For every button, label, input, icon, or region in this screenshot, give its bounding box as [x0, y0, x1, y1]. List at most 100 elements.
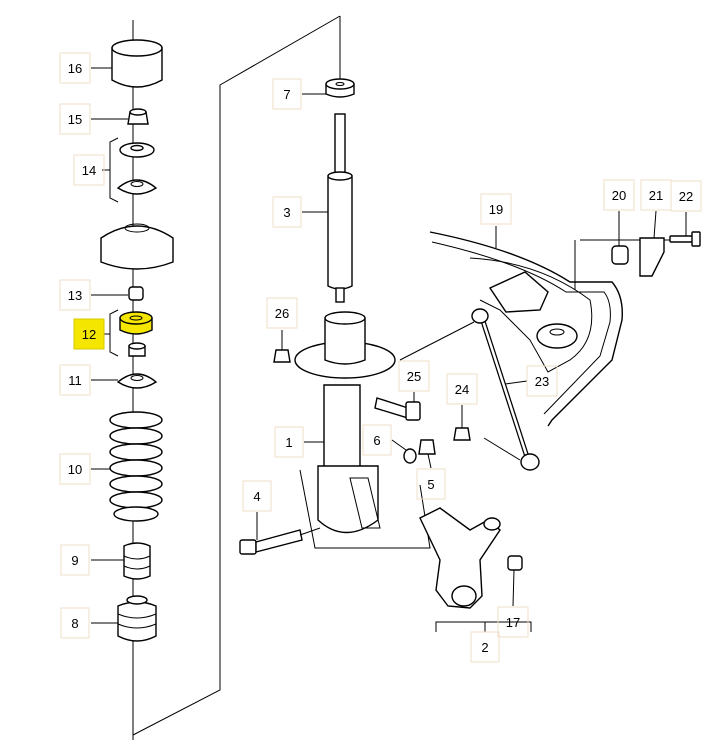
callout-14[interactable]: 14 [73, 154, 105, 186]
callout-box-2 [470, 631, 500, 663]
part-16-cap[interactable] [111, 39, 163, 88]
group-frame-line [132, 15, 341, 736]
callout-3[interactable]: 3 [272, 196, 302, 228]
part-17-bolt[interactable] [507, 555, 523, 571]
part-25-bolt[interactable] [374, 397, 421, 421]
part-12-rubber-mount[interactable] [119, 311, 153, 335]
callout-2[interactable]: 2 [470, 631, 500, 663]
callout-text-21: 21 [649, 188, 663, 203]
callout-box-9 [60, 544, 90, 576]
callout-text-1: 1 [285, 435, 292, 450]
callout-9[interactable]: 9 [60, 544, 90, 576]
clamp-lines [574, 239, 670, 290]
callout-box-3 [272, 196, 302, 228]
callout-12[interactable]: 12 [73, 318, 105, 350]
stabilizer-mount-bracket [488, 271, 578, 349]
callout-text-17: 17 [506, 615, 520, 630]
part-8-protective-boot[interactable] [117, 595, 157, 642]
callout-20[interactable]: 20 [603, 179, 635, 211]
callout-box-20 [603, 179, 635, 211]
callout-box-6 [362, 424, 392, 456]
link-rod-lines [399, 321, 521, 461]
part-6-washer[interactable] [403, 448, 417, 464]
part-11-spring-seat[interactable] [116, 373, 158, 389]
part-13-bushing[interactable] [128, 286, 144, 301]
part-21-bracket[interactable] [639, 237, 665, 277]
callout-text-2: 2 [481, 640, 488, 655]
callout-text-25: 25 [407, 369, 421, 384]
callout-box-19 [480, 193, 512, 225]
callout-box-14 [73, 154, 105, 186]
callout-text-13: 13 [68, 288, 82, 303]
callout-text-11: 11 [68, 373, 82, 388]
callout-24[interactable]: 24 [446, 373, 478, 405]
callout-1[interactable]: 1 [274, 426, 304, 458]
callout-box-16 [59, 52, 91, 84]
callout-box-15 [59, 103, 91, 135]
callout-25[interactable]: 25 [398, 360, 430, 392]
callout-11[interactable]: 11 [59, 364, 91, 396]
callout-box-24 [446, 373, 478, 405]
part-10-coil-spring[interactable] [109, 411, 163, 522]
callout-labels: 16 15 14 13 12 11 10 9 8 7 3 26 1 25 6 5 4 19 20 21 22 24 23 17… [59, 52, 702, 663]
callout-text-7: 7 [283, 87, 290, 102]
spring-seat-cup [100, 223, 174, 270]
callout-21[interactable]: 21 [640, 179, 672, 211]
callout-17[interactable]: 17 [497, 606, 529, 638]
callout-5[interactable]: 5 [416, 468, 446, 500]
knuckle-bracket [435, 621, 532, 632]
callout-22[interactable]: 22 [670, 180, 702, 212]
callout-text-20: 20 [612, 188, 626, 203]
part-14-bearing-lower[interactable] [116, 179, 158, 195]
part-9-bump-stop[interactable] [123, 542, 151, 580]
part-22-bolt[interactable] [669, 231, 701, 247]
part-14-bearing-upper[interactable] [119, 142, 155, 158]
callout-16[interactable]: 16 [59, 52, 91, 84]
callout-13[interactable]: 13 [59, 279, 91, 311]
part-12-sleeve[interactable] [128, 342, 146, 357]
callout-8[interactable]: 8 [60, 607, 90, 639]
callout-box-8 [60, 607, 90, 639]
part-20-clamp[interactable] [611, 245, 629, 265]
part-26-nut[interactable] [273, 349, 291, 363]
callout-box-4 [242, 480, 272, 512]
callout-text-5: 5 [427, 477, 434, 492]
callout-4[interactable]: 4 [242, 480, 272, 512]
callout-text-8: 8 [71, 616, 78, 631]
callout-text-26: 26 [275, 306, 289, 321]
callout-text-22: 22 [679, 189, 693, 204]
callout-box-17 [497, 606, 529, 638]
part-5-nut[interactable] [418, 439, 436, 455]
callout-text-15: 15 [68, 112, 82, 127]
callout-15[interactable]: 15 [59, 103, 91, 135]
part-7-washer[interactable] [325, 78, 355, 98]
bolt-4-axis [299, 527, 321, 536]
callout-10[interactable]: 10 [59, 453, 91, 485]
callout-text-16: 16 [68, 61, 82, 76]
part-4-bolt[interactable] [239, 529, 303, 555]
part-1-strut-housing[interactable] [294, 311, 396, 534]
callout-box-11 [59, 364, 91, 396]
part-3-shock-absorber[interactable] [327, 113, 353, 303]
callout-26[interactable]: 26 [266, 297, 298, 329]
callout-text-3: 3 [283, 205, 290, 220]
callout-text-14: 14 [82, 163, 96, 178]
callout-box-23 [526, 365, 558, 397]
callout-text-12: 12 [82, 327, 96, 342]
callout-23[interactable]: 23 [526, 365, 558, 397]
callout-box-1 [274, 426, 304, 458]
part-15-nut[interactable] [127, 108, 149, 125]
part-19-stabilizer-bar[interactable] [429, 231, 623, 427]
part-2-steering-knuckle[interactable] [419, 507, 501, 609]
callout-7[interactable]: 7 [272, 78, 302, 110]
part-23-link-rod[interactable] [471, 308, 540, 471]
callout-box-10 [59, 453, 91, 485]
callout-text-4: 4 [253, 489, 260, 504]
callout-box-7 [272, 78, 302, 110]
callout-19[interactable]: 19 [480, 193, 512, 225]
callout-text-10: 10 [68, 462, 82, 477]
leader-lines [91, 67, 687, 632]
part-24-nut[interactable] [453, 427, 471, 441]
callout-6[interactable]: 6 [362, 424, 392, 456]
